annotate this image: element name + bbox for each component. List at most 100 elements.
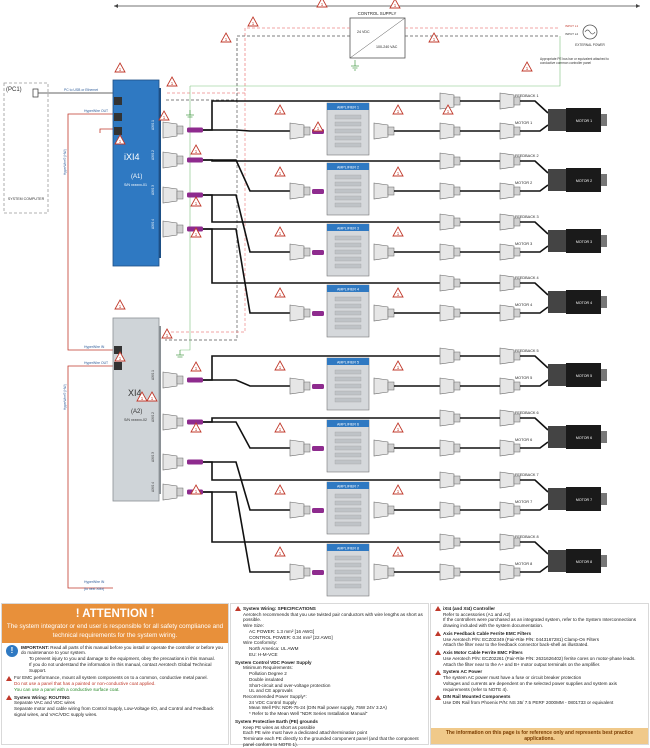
- din-bullet-1: Use DIN Rail from Phoenix P/N: NS 35/ 7.…: [443, 700, 614, 706]
- feedback-label: FEEDBACK 1: [515, 94, 539, 98]
- warning-icon: [435, 650, 441, 656]
- motor-connector: [439, 122, 461, 140]
- motor-label: MOTOR 3: [515, 242, 532, 246]
- axis-label: AXIS 1: [151, 120, 155, 130]
- attention-title: ! ATTENTION !: [2, 604, 228, 624]
- specs-bullet-2a: AC POWER: 1.3 mm² [16 AWG]: [249, 628, 315, 634]
- emc-bullet-1: Do not use a panel that has a painted or…: [14, 681, 156, 687]
- specs-box: System Wiring: SPECIFICATIONS Aerotech r…: [230, 603, 429, 747]
- control-supply: CONTROL SUPPLY 24 VDC 100-240 VAC: [349, 11, 406, 59]
- feedback-connector: [499, 152, 521, 170]
- controller-a1: iXI4 (A1) S/N xxxxxx-01: [112, 79, 161, 267]
- controller-a2-id: (A2): [131, 409, 142, 415]
- amplifier-label: AMPLIFIER 4: [337, 288, 359, 292]
- motor-connector: [499, 304, 521, 322]
- amplifier-label: AMPLIFIER 8: [337, 547, 359, 551]
- motor-connector: [439, 439, 461, 457]
- vdc-bullet-2a: 24 VDC Control Supply: [249, 699, 297, 705]
- ferrite-filter: [187, 377, 203, 383]
- amp-output-connector: [373, 501, 395, 519]
- hyperwire-in-3: HyperWire IN: [84, 580, 105, 584]
- axis-connector: [162, 483, 184, 501]
- vdc-bullet-2b: Mean Well P/N: NDR-75-24 (DIN Rail power…: [249, 705, 387, 711]
- feedback-connector: [439, 92, 461, 110]
- specs-bullet-2: Wire Size:: [243, 623, 264, 629]
- feedback-connector: [499, 213, 521, 231]
- fb-bullet-1: Use Aerotech P/N: ECZ02349 (Fair-Rite P/…: [443, 636, 599, 642]
- pe-title: System Protective Earth (PE) grounds: [235, 718, 318, 724]
- warning-callout-icon: [312, 121, 324, 132]
- vdc-bullet-1a: Pollution Degree 2: [249, 671, 287, 677]
- motor: MOTOR 1: [548, 108, 607, 132]
- feedback-label: FEEDBACK 7: [515, 473, 539, 477]
- pe-bullet-2: Each PE wire must have a dedicated attac…: [243, 730, 368, 736]
- control-supply-title: CONTROL SUPPLY: [358, 11, 397, 16]
- warning-callout-icon: [392, 166, 404, 177]
- hyperwire-in-2: HyperWire IN: [84, 345, 105, 349]
- warning-icon: [235, 606, 241, 612]
- axis-connector: [162, 220, 184, 238]
- routing-title: System Wiring: ROUTING: [14, 694, 70, 700]
- warning-callout-icon: [392, 422, 404, 433]
- amp-input-connector: [289, 439, 311, 457]
- components-box: iXI4 (and XI4) Controller Refer to acces…: [430, 603, 649, 745]
- axis-connector: [162, 371, 184, 389]
- feedback-connector: [499, 274, 521, 292]
- warning-callout-icon: [392, 287, 404, 298]
- attention-box: ! ATTENTION ! The system integrator or e…: [1, 603, 229, 745]
- emc-note: For EMC performance, mount all system co…: [14, 675, 208, 681]
- ferrite-filter: [312, 508, 324, 513]
- motor-label: MOTOR 5: [515, 376, 532, 380]
- feedback-connector: [439, 213, 461, 231]
- controller-a2-sn: S/N xxxxxx-02: [124, 418, 147, 422]
- motor: MOTOR 8: [548, 549, 607, 573]
- motor-connector: [499, 439, 521, 457]
- pc-link-label: PC to USB or Ethernet: [64, 88, 98, 92]
- motor-label: MOTOR 2: [515, 181, 532, 185]
- controller-a2: XI4 (A2) S/N xxxxxx-02: [112, 317, 161, 502]
- axis-connector: [162, 186, 184, 204]
- ferrite-filter: [312, 446, 324, 451]
- warning-callout-icon: [247, 16, 259, 27]
- warning-icon: [435, 606, 441, 612]
- specs-bullet-2b: CONTROL POWER: 0.34 mm² [22 AWG]: [249, 634, 333, 640]
- ctl-bullet-1: Refer to accessories (A1 and A2): [443, 611, 511, 617]
- motor-label: MOTOR 6: [515, 438, 532, 442]
- amplifier: AMPLIFIER 7: [326, 481, 370, 535]
- pc-label: SYSTEM COMPUTER: [8, 197, 45, 201]
- warning-icon: [6, 675, 12, 681]
- amp-input-connector: [289, 304, 311, 322]
- motor-connector: [439, 304, 461, 322]
- warning-callout-icon: [190, 196, 202, 207]
- controller-a1-name: iXI4: [124, 152, 140, 162]
- pe-note: Appropriate PE bus bar or equivalent att…: [540, 57, 609, 65]
- amplifier: AMPLIFIER 6: [326, 419, 370, 473]
- amplifier-label: AMPLIFIER 5: [337, 361, 359, 365]
- motor-name: MOTOR 3: [576, 240, 592, 244]
- warning-callout-icon: [274, 166, 286, 177]
- emc-bullet-2: You can use a panel with a conductive su…: [14, 686, 120, 692]
- amp-output-connector: [373, 304, 395, 322]
- specs-title: System Wiring: SPECIFICATIONS: [243, 606, 316, 611]
- motor-connector: [499, 243, 521, 261]
- specs-bullet-3b: EU: H-M-VCE: [249, 651, 278, 657]
- motor-name: MOTOR 8: [576, 560, 592, 564]
- feedback-connector: [439, 152, 461, 170]
- motor-connector: [499, 377, 521, 395]
- warning-callout-icon: [274, 546, 286, 557]
- ferrite-filter: [312, 189, 324, 194]
- feedback-label: FEEDBACK 8: [515, 535, 539, 539]
- warning-callout-icon: [521, 61, 533, 72]
- motor: MOTOR 5: [548, 363, 607, 387]
- feedback-connector: [499, 533, 521, 551]
- ferrite-filter: [187, 419, 203, 425]
- pc-id: (PC1): [6, 87, 22, 93]
- hyperwire-next: (to next XMx): [84, 587, 104, 591]
- amplifier-label: AMPLIFIER 3: [337, 227, 359, 231]
- warning-callout-icon: [166, 76, 178, 87]
- vdc-bullet-1d: UL and CE approvals: [249, 688, 293, 694]
- amplifier-label: AMPLIFIER 2: [337, 166, 359, 170]
